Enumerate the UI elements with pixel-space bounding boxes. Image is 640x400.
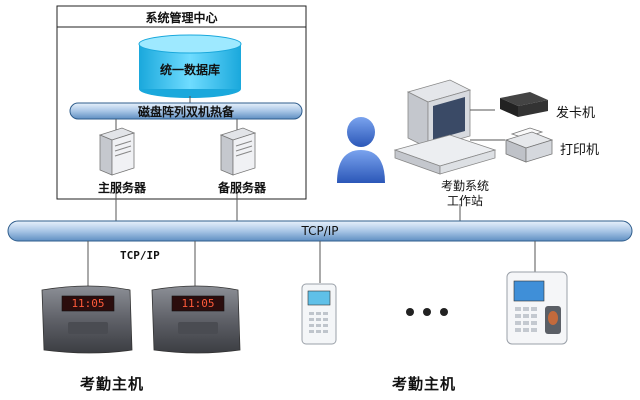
system-center-title: 系统管理中心 [145, 10, 218, 25]
database-icon [138, 34, 242, 98]
backbone-label: TCP/IP [301, 224, 339, 238]
workstation-label-line2: 工作站 [447, 194, 484, 208]
terminal-1-clock-display: 11:05 [71, 297, 105, 310]
terminal-2-clock-display: 11:05 [181, 297, 215, 310]
raid-pipe [69, 102, 303, 120]
attendance-terminal-2 [151, 285, 241, 354]
card-reader-terminal [301, 283, 337, 345]
card-issuer-label: 发卡机 [556, 106, 596, 121]
main-server-icon [98, 127, 136, 176]
workstation-label-line1: 考勤系统 [441, 179, 490, 193]
raid-label: 磁盘阵列双机热备 [137, 104, 234, 119]
main-server-label: 主服务器 [98, 181, 147, 195]
printer-icon [504, 127, 554, 163]
backup-server-label: 备服务器 [218, 181, 267, 195]
attendance-terminal-1 [41, 285, 133, 354]
user-person-icon [337, 117, 385, 183]
card-issuer-icon [500, 92, 548, 117]
terminal-group-label-right: 考勤主机 [392, 375, 457, 393]
backup-server-icon [219, 127, 257, 176]
fingerprint-terminal [506, 271, 568, 345]
workstation-computer-icon [393, 79, 497, 175]
more-devices-ellipsis-icon [406, 308, 448, 316]
terminal-group-label-left: 考勤主机 [80, 375, 145, 393]
subnet-label: TCP/IP [120, 249, 160, 262]
database-label: 统一数据库 [159, 62, 220, 77]
printer-label: 打印机 [560, 143, 600, 158]
